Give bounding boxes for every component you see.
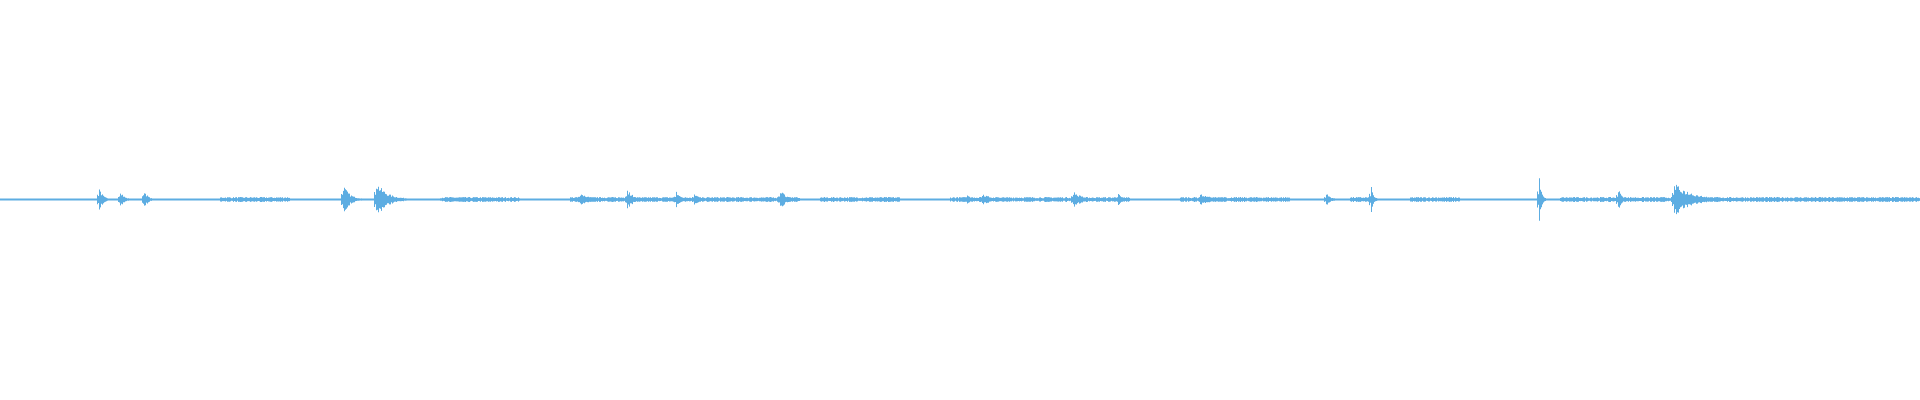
- waveform-samples: [0, 178, 1920, 221]
